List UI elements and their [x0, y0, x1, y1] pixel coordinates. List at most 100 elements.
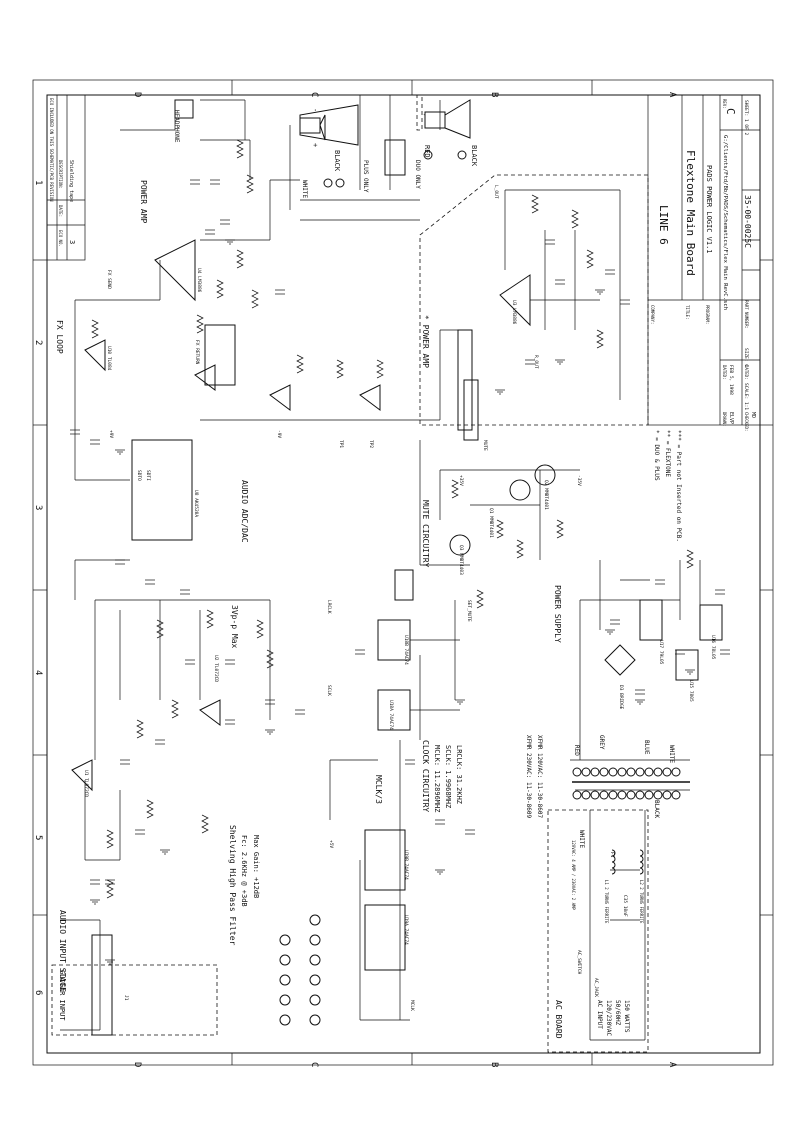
resistor-20 — [496, 519, 504, 539]
ground-symbol-4 — [265, 729, 275, 735]
passive-group — [70, 139, 730, 965]
guitar-input-region — [51, 964, 218, 1036]
opamp-symbol-3 — [84, 339, 106, 372]
speaker-left — [299, 104, 359, 146]
capacitor-18 — [610, 619, 620, 625]
part-u19a: U19A 74AC74 — [403, 915, 409, 945]
wire-white-ps: WHITE — [668, 745, 675, 763]
resistor-12 — [251, 289, 259, 309]
label-mclk3: MCLK/3 — [374, 775, 383, 804]
wire-white-top: WHITE — [301, 180, 308, 198]
part-u8: U8 AK4520A — [193, 490, 199, 517]
title-scale: SCALE: 1:1 — [743, 383, 749, 410]
capacitor-11 — [90, 879, 100, 885]
zone-top-c: C — [309, 92, 319, 97]
lrclk-buffer — [394, 569, 414, 601]
label-filter-fc: Fc: 2.6KHz @ +3dB — [240, 835, 248, 907]
transformer-primary-turn-2 — [581, 767, 591, 777]
label-power-supply: POWER SUPPLY — [553, 585, 562, 643]
transformer-primary-turn-8 — [635, 767, 645, 777]
mounting-pad-6 — [309, 1014, 321, 1026]
opamp-symbol-1 — [154, 239, 196, 302]
revision-col-desc: DESCRIPTION: — [58, 160, 63, 189]
part-u18b: U18B 74AC74 — [403, 635, 409, 665]
resistor-6 — [206, 609, 214, 629]
adc-dac-ic — [131, 439, 193, 541]
resistor-5 — [156, 619, 164, 639]
net-v5: +5V — [328, 840, 334, 848]
net-mclk: MCLK — [409, 1000, 415, 1011]
net-sdti: SDTI — [145, 470, 151, 481]
zone-top-b: B — [489, 92, 499, 97]
speaker-right — [423, 99, 471, 139]
net-sdto: SDTO — [136, 470, 142, 481]
net-tp1: TP1 — [338, 440, 344, 448]
title-company-label: COMPANY: — [650, 305, 655, 324]
zone-num-3: 3 — [33, 505, 43, 510]
opamp-symbol-5 — [359, 384, 381, 411]
resistor-18 — [376, 359, 384, 379]
net-vp: +9V — [108, 430, 114, 438]
resistor-30 — [146, 799, 154, 819]
ground-symbol-2 — [105, 959, 115, 965]
capacitor-1 — [115, 559, 125, 565]
title-block — [647, 94, 761, 426]
note-duo-plus: * = DUO & PLUS — [653, 430, 660, 481]
transformer-secondary-turn-10 — [653, 790, 663, 800]
ground-symbol-5 — [435, 869, 445, 875]
capacitor-19 — [655, 579, 665, 585]
mounting-pad-4 — [279, 954, 291, 966]
capacitor-27 — [620, 299, 630, 305]
label-mute: MUTE CIRCUITRY — [421, 500, 430, 568]
regulator-box-2 — [639, 599, 663, 641]
resistor-21 — [516, 539, 524, 559]
note-flextone: ** = FLEXTONE — [664, 430, 671, 477]
ground-symbol-1 — [90, 899, 100, 905]
title-part-label: PART NUMBER: — [744, 300, 749, 329]
resistor-22 — [556, 519, 564, 539]
mounting-pad-3 — [279, 974, 291, 986]
inductor-l1 — [611, 849, 616, 875]
capacitor-10 — [135, 829, 145, 835]
label-audio-input: AUDIO INPUT STAGE — [58, 910, 67, 992]
regulator-box-1 — [699, 604, 723, 641]
title-rev-label: REV: — [722, 99, 727, 109]
label-ac-input-3: 50/60HZ — [614, 1000, 621, 1026]
net-r-out: R_OUT — [533, 355, 539, 369]
resistor-17 — [336, 359, 344, 379]
part-l2: L2 2 TURNS FERRITE — [639, 880, 644, 924]
power-amp-header-2 — [463, 379, 479, 441]
ground-symbol-9 — [605, 629, 615, 635]
label-headphone: HEADPHONE — [173, 110, 180, 143]
capacitor-30 — [220, 219, 230, 225]
resistor-15 — [246, 174, 254, 194]
title-part-number: 35-00-0025C — [743, 195, 752, 248]
wire-black-top: BLACK — [333, 150, 341, 172]
transformer-secondary-turn-6 — [617, 790, 627, 800]
resistor-4 — [171, 699, 179, 719]
label-audio-adc: AUDIO ADC/DAC — [240, 480, 249, 543]
title-checked: MD — [750, 412, 756, 418]
resistor-10 — [216, 279, 224, 299]
outer-border — [32, 79, 774, 1066]
label-ac-input-2: 120/230VAC — [605, 1000, 612, 1037]
zone-top-d: D — [132, 92, 142, 97]
label-vpp: 3Vp-p Max — [230, 605, 239, 649]
net-vn35: -35V — [576, 475, 582, 486]
mounting-pad-5 — [279, 934, 291, 946]
capacitor-9 — [105, 879, 115, 885]
label-power-amp-right: * POWER AMP — [421, 315, 430, 368]
part-u4: U4 LM3886 — [196, 268, 202, 293]
capacitor-29 — [205, 229, 215, 235]
mounting-pad-7 — [309, 994, 321, 1006]
zone-bottom-a: A — [667, 1062, 677, 1068]
label-guitar-input: GUITAR INPUT — [58, 970, 66, 1021]
transformer-secondary-turn-3 — [590, 790, 600, 800]
part-u1: U1 TL072CD — [83, 770, 89, 797]
capacitor-13 — [295, 709, 305, 715]
ground-symbol-12 — [115, 449, 125, 455]
resistor-7 — [256, 619, 264, 639]
transformer-secondary-turn-11 — [662, 790, 672, 800]
